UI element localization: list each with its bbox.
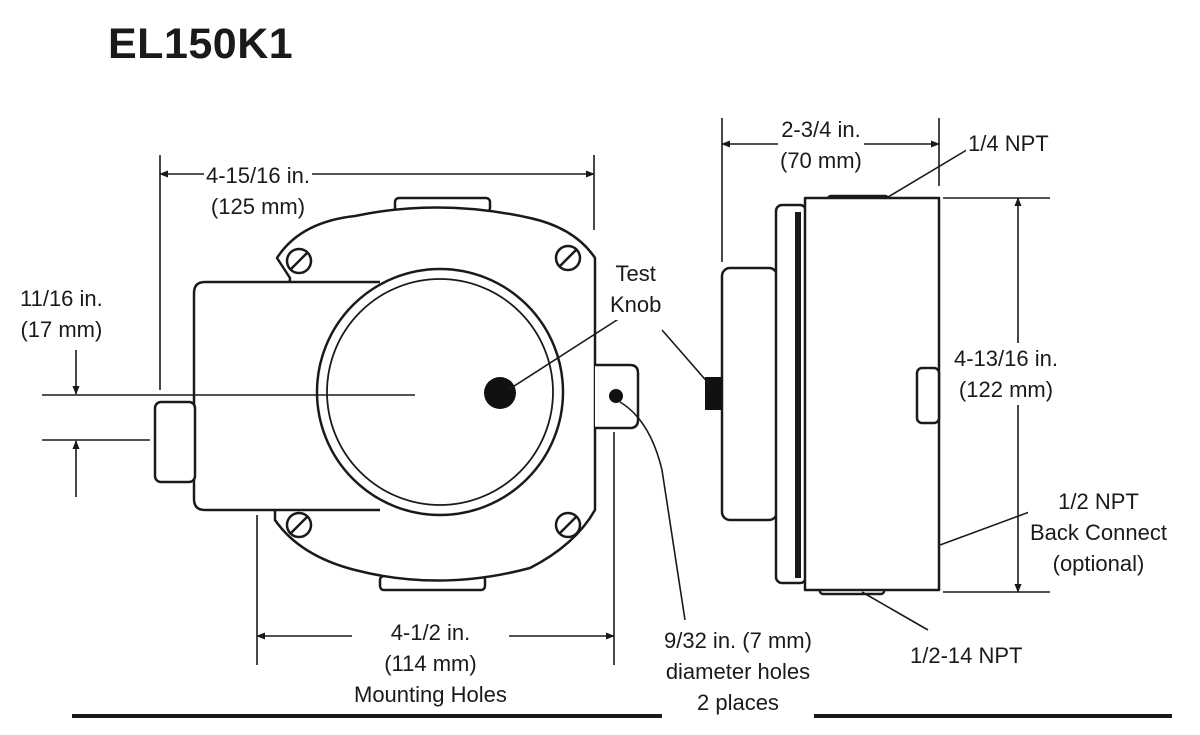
- top-port-label: 1/4 NPT: [966, 128, 1051, 159]
- side-front-plate: [720, 266, 779, 522]
- side-flange: [774, 203, 808, 585]
- side-port: [915, 366, 941, 425]
- mounting-label: 4-1/2 in. (114 mm) Mounting Holes: [352, 617, 509, 710]
- holes-label: 9/32 in. (7 mm) diameter holes 2 places: [662, 625, 814, 718]
- leader-test-knob-side: [661, 329, 711, 386]
- screw-top-right: [554, 244, 582, 272]
- dial-inner: [326, 278, 554, 506]
- offset-label: 11/16 in. (17 mm): [18, 283, 105, 345]
- back-connect-label: 1/2 NPT Back Connect (optional): [1028, 486, 1169, 579]
- test-knob: [484, 377, 516, 409]
- test-knob-label: Test Knob: [608, 258, 664, 320]
- bottom-port-label: 1/2-14 NPT: [908, 640, 1025, 671]
- mounting-hole: [609, 389, 623, 403]
- screw-bottom-left: [285, 511, 313, 539]
- dial-outer: [315, 267, 565, 517]
- leader-bottom-port: [861, 591, 929, 631]
- leader-test-knob: [507, 317, 621, 391]
- width-label: 4-15/16 in. (125 mm): [204, 160, 312, 222]
- screw-top-left: [285, 247, 313, 275]
- front-left-tab: [153, 400, 197, 484]
- diagram-title: EL150K1: [108, 20, 294, 68]
- leader-top-port: [887, 147, 971, 198]
- leader-holes: [619, 401, 686, 621]
- screw-bottom-right: [554, 511, 582, 539]
- height-label: 4-13/16 in. (122 mm): [952, 343, 1060, 405]
- depth-label: 2-3/4 in. (70 mm): [778, 114, 864, 176]
